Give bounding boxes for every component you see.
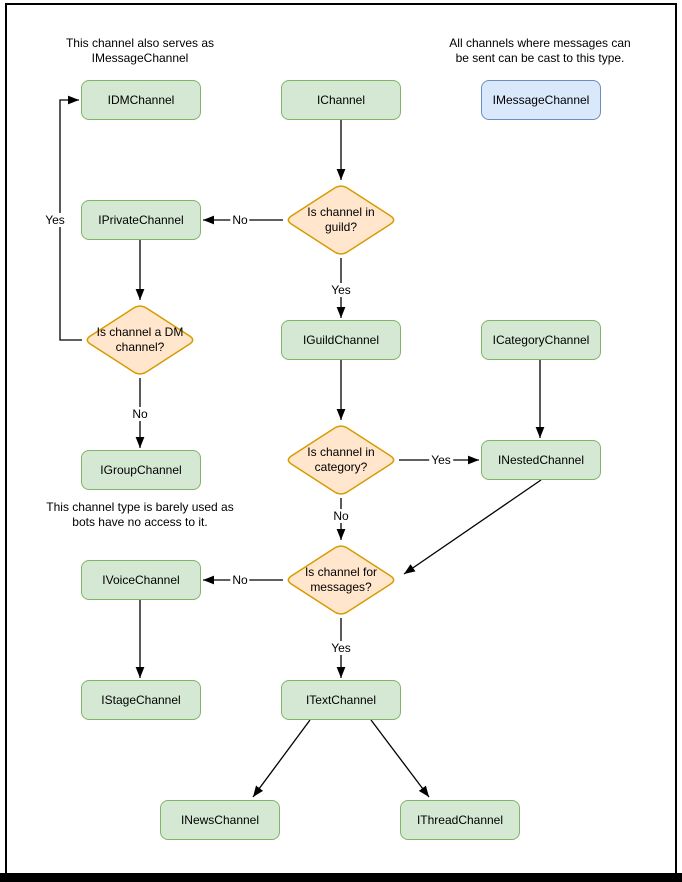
node-iguildchannel: IGuildChannel: [281, 320, 401, 360]
note-line: be sent can be cast to this type.: [455, 51, 625, 65]
decision-is-channel-for-messages: Is channel for messages?: [283, 542, 399, 618]
decision-is-channel-in-category: Is channel in category?: [283, 422, 399, 498]
node-idmchannel: IDMChannel: [81, 80, 201, 120]
decision-label: Is channel for messages?: [304, 565, 378, 594]
note-line: IMessageChannel: [91, 51, 189, 65]
node-inewschannel: INewsChannel: [160, 800, 280, 840]
edge-label-messages-no: No: [230, 573, 250, 587]
edge-label-messages-yes: Yes: [329, 641, 353, 655]
node-istagechannel: IStageChannel: [81, 680, 201, 720]
decision-label: Is channel in guild?: [307, 205, 375, 234]
node-itextchannel: ITextChannel: [281, 680, 401, 720]
bottom-edge-strip: [0, 873, 682, 882]
edge-label-guild-yes: Yes: [329, 283, 353, 297]
note-serves-as-imessagechannel: This channel also serves as IMessageChan…: [30, 36, 250, 66]
diamond-shape: [287, 545, 395, 615]
node-ichannel: IChannel: [281, 80, 401, 120]
edge-label-guild-no: No: [230, 213, 250, 227]
decision-label: Is channel a DM channel?: [96, 325, 184, 354]
note-line: This channel type is barely used as: [46, 500, 234, 514]
edge-label-category-no: No: [331, 509, 351, 523]
edge-label-category-yes: Yes: [429, 453, 453, 467]
note-line: bots have no access to it.: [72, 515, 208, 529]
node-iprivatechannel: IPrivateChannel: [81, 200, 201, 240]
note-barely-used: This channel type is barely used as bots…: [25, 500, 255, 530]
diamond-shape: [287, 185, 395, 255]
decision-is-channel-in-guild: Is channel in guild?: [283, 182, 399, 258]
node-imessagechannel: IMessageChannel: [481, 80, 601, 120]
edge-label-dm-no: No: [130, 407, 150, 421]
note-line: All channels where messages can: [449, 36, 631, 50]
node-igroupchannel: IGroupChannel: [81, 450, 201, 490]
node-ivoicechannel: IVoiceChannel: [81, 560, 201, 600]
edge-label-dm-yes: Yes: [43, 213, 67, 227]
note-cast-to-type: All channels where messages can be sent …: [430, 36, 650, 66]
node-icategorychannel: ICategoryChannel: [481, 320, 601, 360]
note-line: This channel also serves as: [65, 36, 215, 50]
decision-is-channel-a-dm: Is channel a DM channel?: [82, 302, 198, 378]
diamond-shape: [86, 305, 194, 375]
diamond-shape: [287, 425, 395, 495]
decision-label: Is channel in category?: [307, 445, 375, 474]
node-inestedchannel: INestedChannel: [481, 440, 601, 480]
node-ithreadchannel: IThreadChannel: [400, 800, 520, 840]
